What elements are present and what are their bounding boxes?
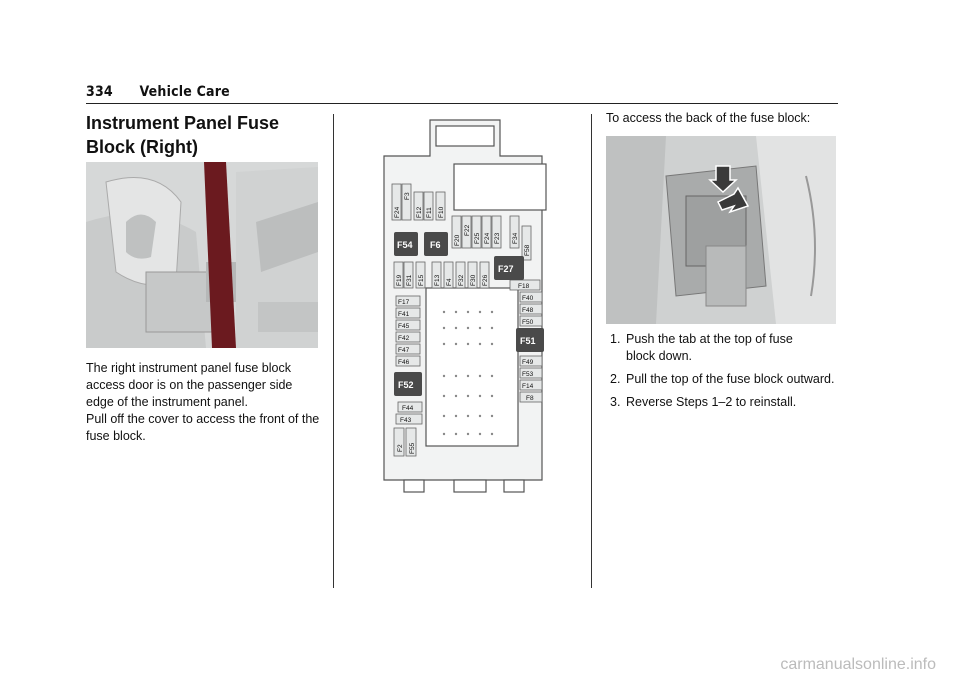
down-arrow-icon [708, 165, 738, 194]
fuse-F17: F17 [398, 299, 410, 306]
fuse-F48: F48 [522, 307, 534, 314]
fuse-F40: F40 [522, 295, 534, 302]
steps-list: 1. Push the tab at the top of fuse block… [610, 331, 840, 417]
fuse-row3-F15: F15 [418, 274, 425, 286]
fuse-row3-F32: F32 [458, 274, 465, 286]
fuse-mid-F25: F25 [474, 232, 481, 244]
fuse-row3-F26: F26 [482, 274, 489, 286]
fuse-F18: F18 [518, 283, 530, 290]
fuse-row3-F30: F30 [470, 274, 477, 286]
fuse-F49: F49 [522, 359, 534, 366]
fuse-mid-F23: F23 [494, 232, 501, 244]
step-text: Push the tab at the top of fuse block do… [626, 332, 793, 363]
back-access-intro: To access the back of the fuse block: [606, 111, 811, 125]
fuse-top-F12: F12 [416, 206, 423, 218]
fuse-top-F10: F10 [438, 206, 445, 218]
page-title: Instrument Panel Fuse Block (Right) [86, 113, 280, 157]
fuse-row3-F31: F31 [406, 274, 413, 286]
step-number: 1. [610, 332, 621, 346]
fuse-top-F3: F3 [404, 192, 411, 200]
fuse-F6: F6 [430, 240, 441, 250]
fuse-F55: F55 [409, 442, 416, 454]
fuse-row3-F13: F13 [434, 274, 441, 286]
fuse-F8: F8 [526, 395, 534, 402]
fuse-F54: F54 [397, 240, 413, 250]
fuse-F50: F50 [522, 319, 534, 326]
fuse-F52: F52 [398, 380, 414, 390]
step-item: 3. Reverse Steps 1–2 to reinstall. [610, 394, 840, 411]
step-item: 2. Pull the top of the fuse block outwar… [610, 371, 840, 388]
fuse-mid-F24: F24 [484, 232, 491, 244]
fuse-F27: F27 [498, 264, 514, 274]
outward-arrow-icon [716, 186, 750, 214]
fuse-F53: F53 [522, 371, 534, 378]
step-number: 3. [610, 395, 621, 409]
fuse-F44: F44 [402, 405, 414, 412]
watermark: carmanualsonline.info [780, 656, 936, 673]
column-divider-right [591, 114, 592, 588]
step-number: 2. [610, 372, 621, 386]
fuse-F43: F43 [400, 417, 412, 424]
fuse-mid-F20: F20 [454, 234, 461, 246]
fuse-F14: F14 [522, 383, 534, 390]
column-divider-left [333, 114, 334, 588]
large-fuses [394, 232, 544, 396]
fuse-block-outline [383, 119, 547, 493]
fuse-F41: F41 [398, 311, 410, 318]
fuse-top-F11: F11 [426, 207, 433, 218]
fuse-mid-F34: F34 [512, 232, 519, 244]
page-header: 334 Vehicle Care [86, 84, 230, 100]
page-number: 334 [86, 84, 113, 100]
fuse-mid-F58: F58 [524, 244, 531, 256]
fuse-F47: F47 [398, 347, 410, 354]
step-text: Reverse Steps 1–2 to reinstall. [626, 395, 797, 409]
instrument-panel-photo [86, 162, 318, 348]
header-rule [86, 103, 838, 104]
paragraph-access-door: The right instrument panel fuse block ac… [86, 361, 293, 409]
fuse-top-F24: F24 [394, 206, 401, 218]
section-title: Vehicle Care [139, 84, 230, 100]
relay-pin-grid [442, 310, 494, 436]
fuse-block-diagram: F54 F6 F27 F51 F52 F17 F41 F45 F42 F47 F… [374, 116, 556, 498]
fuse-mid-F22: F22 [464, 224, 471, 236]
fuse-F46: F46 [398, 359, 410, 366]
fuse-row3-F19: F19 [396, 274, 403, 286]
step-item: 1. Push the tab at the top of fuse block… [610, 331, 840, 365]
fuse-F51: F51 [520, 336, 536, 346]
step-text: Pull the top of the fuse block outward. [626, 372, 835, 386]
fuse-F42: F42 [398, 335, 410, 342]
fuse-F2: F2 [397, 444, 404, 452]
fuse-block-back-photo [606, 136, 836, 324]
fuse-F45: F45 [398, 323, 410, 330]
fuse-row3-F4: F4 [446, 278, 453, 286]
paragraph-pull-cover: Pull off the cover to access the front o… [86, 412, 320, 443]
